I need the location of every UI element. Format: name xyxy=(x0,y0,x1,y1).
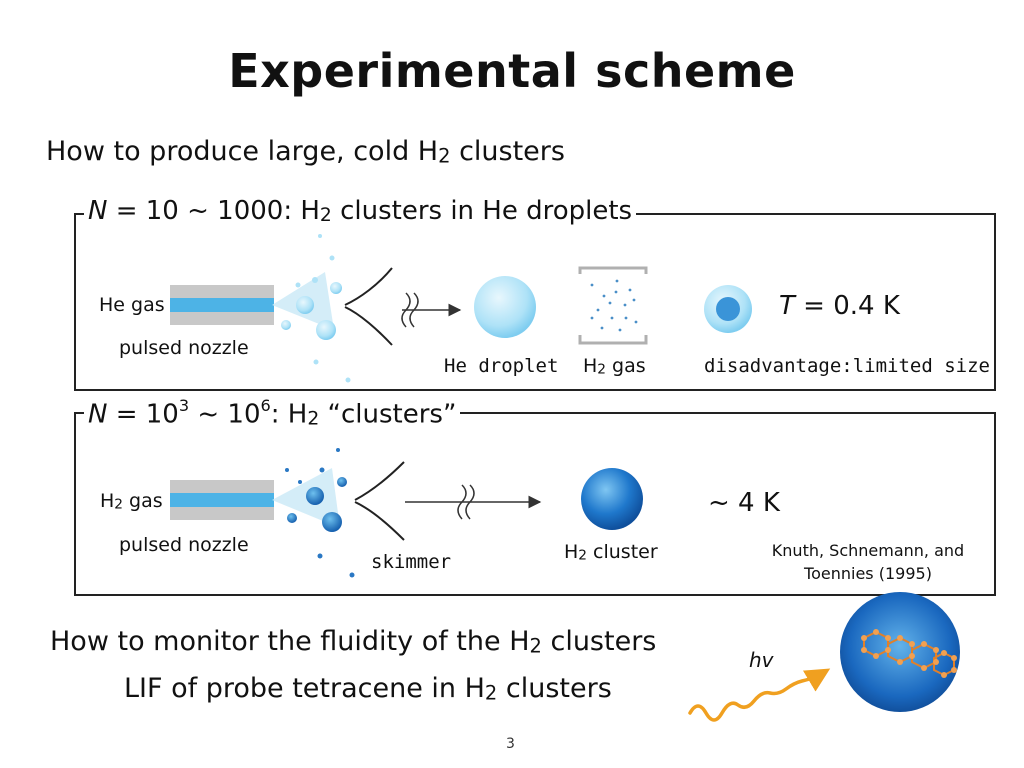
photon-label: hv xyxy=(749,648,774,672)
page-number: 3 xyxy=(506,736,515,752)
citation: Knuth, Schnemann, and Toennies (1995) xyxy=(771,541,965,583)
he-droplet-label: He droplet xyxy=(444,355,559,377)
photon-wave-icon xyxy=(688,668,831,722)
tetracene-cluster-icon xyxy=(840,592,960,712)
pulsed-nozzle-label: pulsed nozzle xyxy=(119,337,249,359)
h2-cluster-label: H2 cluster xyxy=(564,541,658,564)
monitor-heading: How to monitor the fluidity of the H2 cl… xyxy=(50,626,657,658)
disadvantage-label: disadvantage:limited size xyxy=(704,355,990,377)
pulsed-nozzle-label-2: pulsed nozzle xyxy=(119,534,249,556)
cluster-temperature-label: ~ 4 K xyxy=(708,488,780,518)
skimmer-label: skimmer xyxy=(371,551,452,573)
slide-title: Experimental scheme xyxy=(228,44,796,98)
expansion-panel-title: N = 103 ~ 106: H2 “clusters” xyxy=(84,396,461,430)
he-gas-label: He gas xyxy=(99,294,165,316)
h2-gas-label: H2 gas xyxy=(583,355,646,378)
he-droplet-panel-title: N = 10 ~ 1000: H2 clusters in He droplet… xyxy=(84,196,637,227)
temperature-label: T = 0.4 K xyxy=(779,291,900,321)
slide-subtitle: How to produce large, cold H2 clusters xyxy=(46,136,565,168)
h2-gas-source-label: H2 gas xyxy=(100,490,163,513)
lif-description: LIF of probe tetracene in H2 clusters xyxy=(124,673,612,705)
